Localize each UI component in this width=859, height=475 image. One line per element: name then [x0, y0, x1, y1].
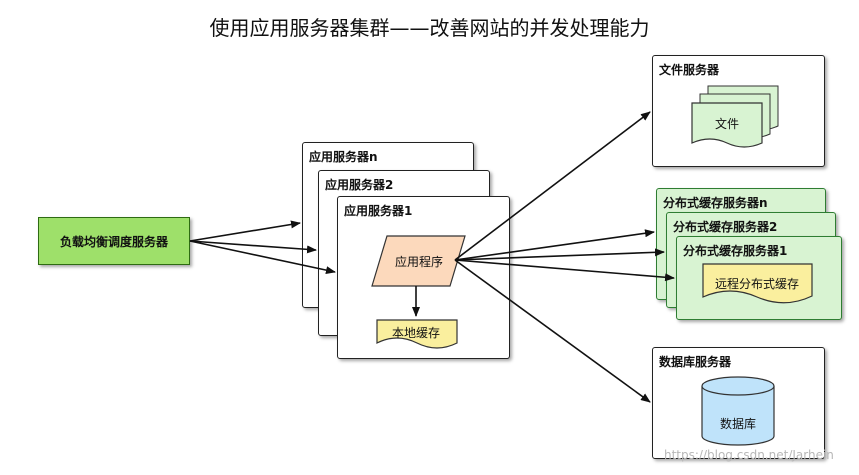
local-cache-label: 本地缓存 — [392, 326, 440, 340]
page-title: 使用应用服务器集群——改善网站的并发处理能力 — [209, 16, 650, 40]
file-doc-front — [691, 102, 763, 148]
arrow-lb-to-app-1 — [189, 240, 336, 275]
load-balancer-box: 负载均衡调度服务器 — [38, 217, 190, 265]
app-server-1-label: 应用服务器1 — [344, 204, 413, 218]
arrow-lb-to-app-2 — [189, 240, 317, 254]
load-balancer-label: 负载均衡调度服务器 — [59, 234, 168, 249]
cache-server-2-label: 分布式缓存服务器2 — [673, 220, 778, 234]
arrow-app-to-file-server — [454, 111, 651, 261]
remote-cache-shape — [702, 263, 813, 304]
watermark: https://blog.csdn.net/Jarhein — [664, 448, 834, 462]
local-cache-shape — [376, 319, 458, 349]
database-cylinder-top — [701, 376, 775, 396]
file-label: 文件 — [715, 116, 739, 131]
database-cylinder-body — [701, 386, 775, 446]
database-label: 数据库 — [720, 416, 756, 431]
db-server-label: 数据库服务器 — [659, 355, 732, 369]
app-program-shape — [371, 235, 466, 287]
arrow-app-to-cache-2 — [454, 248, 665, 261]
cache-server-1-label: 分布式缓存服务器1 — [683, 244, 788, 258]
app-server-2-label: 应用服务器2 — [325, 178, 394, 192]
arrow-app-to-db-server — [454, 259, 651, 403]
cache-server-n-label: 分布式缓存服务器n — [663, 196, 768, 210]
arrow-app-to-cache-1 — [454, 259, 675, 282]
remote-cache-label: 远程分布式缓存 — [715, 276, 799, 291]
app-program-label: 应用程序 — [395, 254, 443, 269]
arrow-app-to-cache-n — [454, 229, 655, 261]
arrow-lb-to-app-n — [189, 220, 301, 242]
app-server-n-label: 应用服务器n — [309, 150, 378, 164]
file-server-label: 文件服务器 — [659, 63, 720, 77]
